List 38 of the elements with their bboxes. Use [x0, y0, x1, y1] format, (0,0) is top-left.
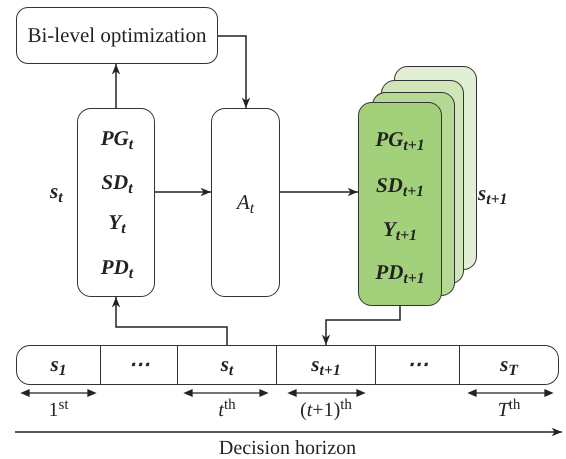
process-box	[16, 7, 218, 64]
period-label: t$^{th}$	[218, 398, 236, 423]
arrow	[112, 297, 228, 345]
node-label: A$_{t}$	[236, 188, 254, 218]
period-label: (t+1)$^{th}$	[300, 398, 352, 423]
period-label: 1$^{st}$	[48, 398, 68, 423]
arrow	[322, 306, 401, 345]
timeline-cell	[16, 345, 101, 385]
timeline-cell	[375, 345, 460, 385]
node-label: s$_{1}$	[50, 351, 67, 381]
timeline-cell	[177, 345, 277, 385]
node-label: s$_{t+1}$	[311, 351, 341, 381]
variable-label: Y$_{t+1}$	[382, 216, 418, 246]
state-label: s$_{t}$	[50, 178, 63, 208]
state-label: s$_{t+1}$	[478, 180, 508, 210]
arrow	[155, 188, 211, 196]
variable-label: PG$_{t+1}$	[374, 126, 426, 156]
variable-label: Y$_{t}$	[107, 209, 127, 238]
variable-label: PG$_{t}$	[100, 125, 134, 154]
node-label: Bi-level optimization	[27, 22, 207, 49]
timeline-cell	[276, 345, 376, 385]
axis-label: Decision horizon	[218, 436, 356, 459]
node-label: ⋯	[407, 351, 428, 378]
period-label: T$^{th}$	[498, 398, 520, 423]
variable-label: SD$_{t+1}$	[374, 172, 426, 202]
action-box	[211, 108, 280, 297]
variable-label: PD$_{t+1}$	[374, 259, 426, 288]
timeline-cell	[100, 345, 178, 385]
variable-label: SD$_{t}$	[100, 169, 134, 198]
arrow	[112, 64, 120, 108]
variable-label: PD$_{t}$	[100, 254, 134, 284]
node-label: s$_{t}$	[220, 351, 234, 381]
timeline-cell	[459, 345, 559, 385]
arrow	[280, 188, 358, 196]
node-label: ⋯	[128, 351, 150, 378]
state-box	[77, 108, 155, 297]
arrow	[218, 35, 250, 108]
node-label: s$_{T}$	[500, 351, 518, 381]
